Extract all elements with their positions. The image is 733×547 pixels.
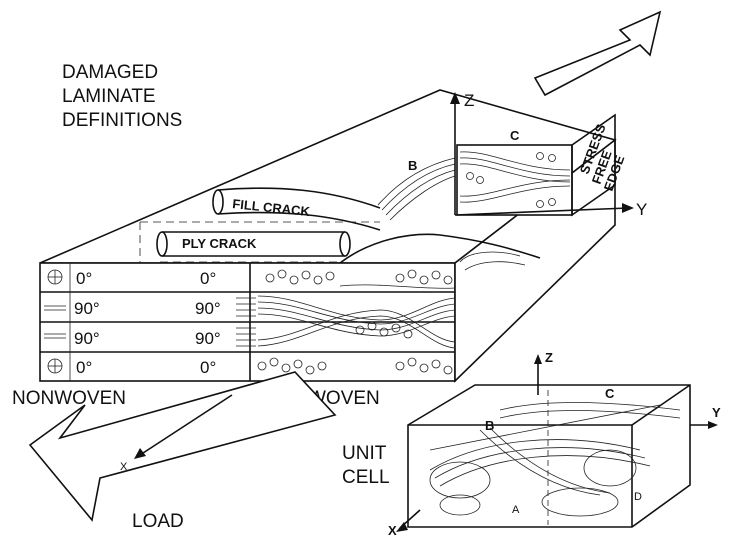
cell-corner-d: D	[634, 491, 642, 503]
load-label: LOAD	[132, 511, 184, 532]
ply-row-1-right: 0°	[200, 269, 216, 288]
cell-corner-b: B	[485, 418, 494, 433]
ply-row-1-left: 0°	[76, 269, 92, 288]
ply-row-2-left: 90°	[74, 299, 100, 318]
cell-axis-y-label: Y	[712, 405, 721, 420]
main-axis-y-label: Y	[636, 200, 647, 219]
ply-row-4-right: 0°	[200, 358, 216, 377]
ply-row-3-left: 90°	[74, 329, 100, 348]
nonwoven-hatch	[236, 297, 256, 347]
diagram-title: DAMAGED LAMINATE DEFINITIONS	[62, 62, 182, 131]
cell-corner-a: A	[512, 504, 520, 516]
main-axes	[450, 92, 634, 216]
title-line-1: DAMAGED	[62, 62, 158, 83]
region-b	[377, 157, 456, 221]
ply-crack-label: PLY CRACK	[182, 236, 257, 251]
woven-tows	[257, 284, 456, 349]
zone-c-label: C	[510, 128, 520, 143]
woven-label: WOVEN	[308, 388, 380, 409]
zone-b-label: B	[408, 158, 417, 173]
cell-corner-c: C	[605, 386, 615, 401]
fiber-circles	[257, 269, 453, 375]
load-arrow-lower	[28, 371, 337, 522]
cell-axis-x-label: X	[388, 523, 397, 538]
load-axis-x-label: X	[120, 461, 128, 473]
crack-tunnels	[139, 187, 381, 263]
nonwoven-label: NONWOVEN	[12, 388, 126, 409]
ply-angle-labels: 0° 0° 90° 90° 90° 90° 0° 0°	[74, 269, 221, 377]
fill-crack-label: FILL CRACK	[232, 196, 312, 219]
ply-row-4-left: 0°	[76, 358, 92, 377]
unit-cell-label-line-2: CELL	[342, 467, 390, 488]
fiber-cross-symbols	[44, 269, 66, 374]
unit-cell-label-line-1: UNIT	[342, 443, 387, 464]
region-c-section	[456, 113, 616, 217]
unit-cell-axes	[396, 354, 718, 532]
laminate-block	[39, 89, 617, 383]
ply-row-2-right: 90°	[195, 299, 221, 318]
main-axis-z-label: Z	[464, 91, 474, 110]
load-arrow-upper	[533, 10, 662, 97]
unit-cell	[407, 384, 691, 528]
ply-row-3-right: 90°	[195, 329, 221, 348]
cell-axis-z-label: Z	[545, 350, 553, 365]
title-line-2: LAMINATE	[62, 86, 156, 107]
title-line-3: DEFINITIONS	[62, 110, 182, 131]
